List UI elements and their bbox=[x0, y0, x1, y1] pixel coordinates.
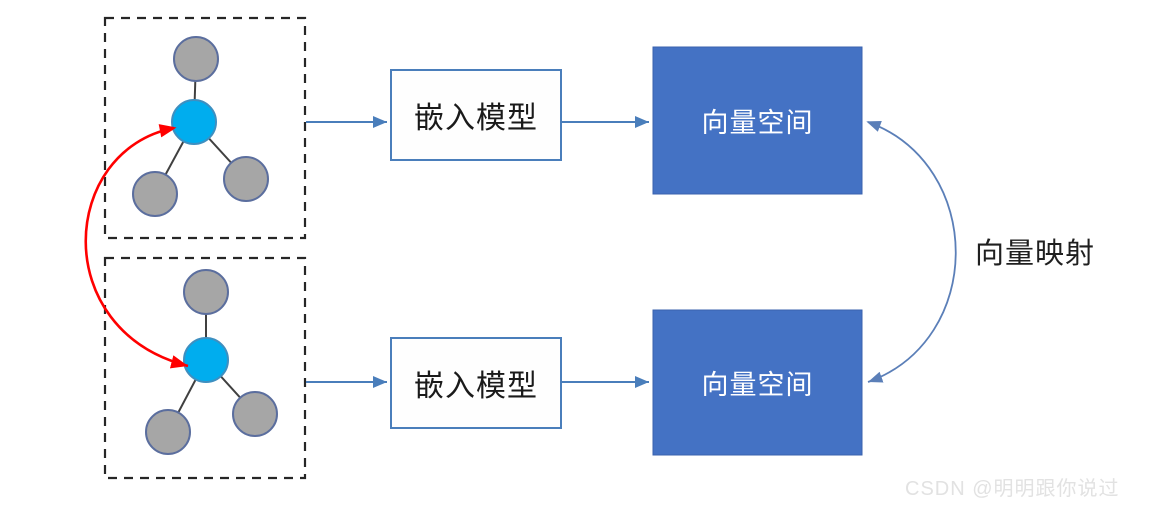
vector-mapping-label: 向量映射 bbox=[975, 238, 1096, 270]
graph-node-neighbor bbox=[132, 171, 178, 217]
graph-node-neighbor bbox=[183, 269, 229, 315]
graph-nodes-top bbox=[132, 36, 269, 217]
vector-mapping-arrow bbox=[866, 120, 957, 383]
graph-node-neighbor bbox=[173, 36, 219, 82]
embedding-model-box-bottom[interactable] bbox=[390, 337, 562, 429]
graph-node-neighbor bbox=[232, 391, 278, 437]
graph-node-anchor bbox=[171, 99, 217, 145]
dashed-group-box-top bbox=[103, 16, 307, 240]
embedding-model-box-top[interactable] bbox=[390, 69, 562, 161]
graph-node-neighbor bbox=[145, 409, 191, 455]
vector-space-box-top[interactable] bbox=[652, 46, 863, 195]
entity-alignment-arrow bbox=[84, 124, 189, 369]
graph-node-anchor bbox=[183, 337, 229, 383]
graph-node-neighbor bbox=[223, 156, 269, 202]
vector-space-box-bottom[interactable] bbox=[652, 309, 863, 456]
graph-nodes-bottom bbox=[145, 269, 278, 455]
csdn-watermark: CSDN @明明跟你说过 bbox=[905, 478, 1120, 500]
dashed-group-box-bottom bbox=[103, 256, 307, 480]
